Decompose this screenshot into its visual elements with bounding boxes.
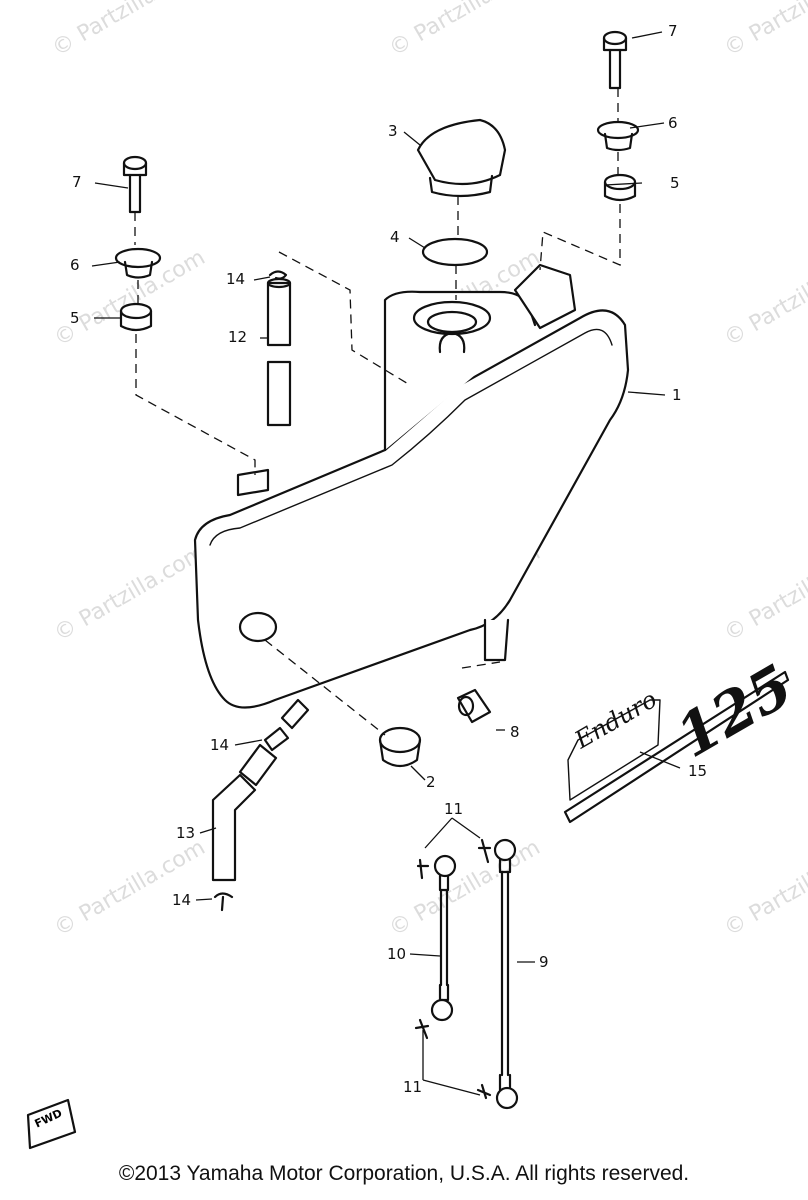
callout-10: 10 [387, 945, 407, 963]
callout-14: 14 [210, 736, 230, 754]
cotter-pin [476, 1083, 492, 1100]
breather-hose [266, 277, 292, 427]
copyright-text: ©2013 Yamaha Motor Corporation, U.S.A. A… [118, 1162, 690, 1185]
fuel-cap [416, 118, 507, 198]
clip-lower [213, 892, 234, 912]
callout-11: 11 [444, 800, 464, 818]
callout-15: 15 [688, 762, 708, 780]
strap-9 [493, 838, 519, 1110]
damper-small [456, 688, 492, 724]
bolt-right [602, 30, 628, 90]
callout-12: 12 [228, 328, 248, 346]
clip-upper [268, 270, 288, 280]
fuel-tank [193, 263, 630, 709]
callout-7: 7 [668, 22, 678, 40]
callout-3: 3 [388, 122, 398, 140]
callout-4: 4 [390, 228, 400, 246]
collar-left [114, 247, 162, 279]
fwd-arrow [26, 1098, 77, 1150]
grommet [378, 726, 422, 768]
fuel-pipe [211, 773, 257, 882]
callout-9: 9 [539, 953, 549, 971]
strap-10 [430, 854, 457, 1022]
pipe-fitting [280, 698, 310, 730]
clip-middle [263, 726, 290, 752]
bolt-left [122, 155, 148, 214]
pipe-joint [238, 743, 278, 787]
cotter-pin [477, 838, 492, 864]
collar-right [596, 120, 640, 152]
callout-6: 6 [70, 256, 80, 274]
callout-14: 14 [172, 891, 192, 909]
callout-14: 14 [226, 270, 246, 288]
o-ring [421, 237, 489, 267]
cotter-pin [414, 1018, 430, 1040]
callout-5: 5 [670, 174, 680, 192]
callout-7: 7 [72, 173, 82, 191]
callout-11: 11 [403, 1078, 423, 1096]
emblem-plate [563, 670, 790, 824]
callout-2: 2 [426, 773, 436, 791]
callout-6: 6 [668, 114, 678, 132]
damper-left [119, 302, 153, 332]
callout-13: 13 [176, 824, 196, 842]
damper-right [603, 173, 637, 202]
callout-8: 8 [510, 723, 520, 741]
callout-5: 5 [70, 309, 80, 327]
emblem-script-box [567, 699, 661, 801]
cotter-pin [416, 858, 430, 880]
callout-1: 1 [672, 386, 682, 404]
